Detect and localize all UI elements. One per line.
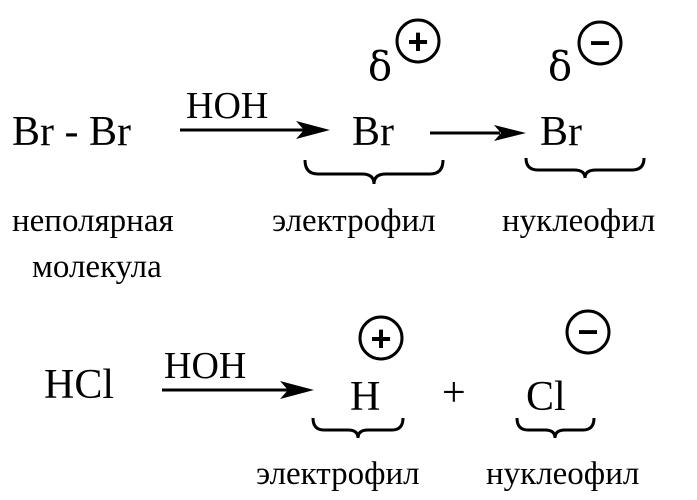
reaction1-product1-delta: δ bbox=[368, 44, 392, 90]
reaction1-product2-brace bbox=[524, 157, 646, 179]
reaction1-product1-charge: + bbox=[395, 18, 441, 64]
reaction1-product-arrow bbox=[430, 125, 526, 141]
plus-sign: + bbox=[370, 318, 391, 359]
reaction1-product1: Br bbox=[352, 109, 394, 155]
reaction1-product2-delta: δ bbox=[548, 44, 572, 90]
reaction1-product1-brace bbox=[303, 159, 445, 185]
reaction2-reactant: HCl bbox=[44, 362, 114, 408]
reaction2-product1-label: электрофил bbox=[256, 456, 420, 492]
reaction1-reactant: Br - Br bbox=[12, 109, 131, 155]
reaction2-product1: H bbox=[350, 374, 380, 420]
minus-sign: − bbox=[577, 311, 598, 352]
reaction1-product2-label: нуклеофил bbox=[502, 203, 655, 239]
reaction2-product2-brace bbox=[515, 417, 596, 439]
reaction1-product1-label: электрофил bbox=[272, 203, 436, 239]
minus-sign: − bbox=[589, 22, 610, 63]
reaction1-product2: Br bbox=[540, 109, 582, 155]
reaction2-reagent: HOH bbox=[164, 345, 246, 387]
plus-sign: + bbox=[407, 21, 428, 62]
reaction2-product2-label: нуклеофил bbox=[486, 456, 639, 492]
reaction2-product2-charge: − bbox=[565, 309, 611, 355]
reaction1-product2-charge: − bbox=[577, 20, 623, 66]
reaction1-reactant-label-line1: неполярная bbox=[12, 203, 174, 239]
reaction2-product2: Cl bbox=[526, 374, 566, 420]
reaction2-plus-operator: + bbox=[442, 370, 466, 416]
reaction2-product1-charge: + bbox=[358, 315, 404, 361]
reaction2-product1-brace bbox=[311, 417, 405, 439]
reaction2-main-arrow bbox=[162, 381, 314, 399]
reaction1-main-arrow bbox=[180, 121, 330, 139]
reaction1-reactant-label-line2: молекула bbox=[32, 249, 162, 285]
reaction1-reagent: HOH bbox=[186, 85, 268, 127]
